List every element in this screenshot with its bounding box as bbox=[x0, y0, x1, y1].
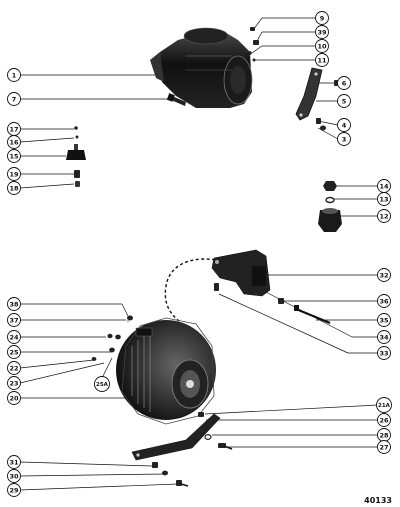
hardware-26-28-27 bbox=[204, 434, 233, 450]
callout-33: 33 bbox=[377, 346, 391, 360]
callout-29: 29 bbox=[7, 483, 21, 497]
svg-text:24: 24 bbox=[9, 333, 19, 341]
svg-text:3: 3 bbox=[342, 135, 347, 143]
svg-text:27: 27 bbox=[379, 443, 388, 451]
svg-text:17: 17 bbox=[9, 125, 18, 133]
hardware-31-30-29 bbox=[152, 462, 189, 487]
svg-text:9: 9 bbox=[320, 14, 325, 22]
small-hardware-top bbox=[248, 27, 259, 62]
svg-text:18: 18 bbox=[9, 184, 19, 192]
callout-25: 25 bbox=[7, 345, 21, 359]
callout-14: 14 bbox=[377, 179, 391, 193]
callout-6: 6 bbox=[337, 76, 351, 90]
callout-21a: 21A bbox=[376, 397, 392, 413]
hardware-alt-left bbox=[91, 315, 133, 361]
callout-13: 13 bbox=[377, 192, 391, 206]
svg-text:16: 16 bbox=[9, 138, 19, 146]
callout-15: 15 bbox=[7, 149, 21, 163]
callout-31: 31 bbox=[7, 455, 21, 469]
callout-9: 9 bbox=[315, 11, 329, 25]
svg-text:30: 30 bbox=[9, 472, 19, 480]
brace-strap bbox=[131, 412, 221, 461]
figure-ref-number: 40133 bbox=[364, 496, 392, 505]
mount-bracket-32 bbox=[211, 249, 271, 297]
callout-36: 36 bbox=[377, 294, 391, 308]
svg-text:20: 20 bbox=[9, 394, 19, 402]
svg-text:25: 25 bbox=[9, 348, 19, 356]
svg-text:29: 29 bbox=[9, 486, 19, 494]
hardware-left bbox=[66, 126, 86, 187]
svg-text:22: 22 bbox=[9, 364, 18, 372]
svg-text:1: 1 bbox=[12, 71, 17, 79]
starter-motor bbox=[150, 27, 253, 108]
svg-text:35: 35 bbox=[379, 316, 389, 324]
callout-4: 4 bbox=[337, 118, 351, 132]
callout-28: 28 bbox=[377, 428, 391, 442]
svg-text:6: 6 bbox=[342, 79, 347, 87]
callout-39: 39 bbox=[315, 25, 329, 39]
hardware-34-33 bbox=[214, 268, 222, 291]
svg-text:15: 15 bbox=[9, 152, 19, 160]
svg-text:34: 34 bbox=[379, 333, 389, 341]
svg-text:7: 7 bbox=[12, 95, 17, 103]
svg-text:31: 31 bbox=[9, 458, 19, 466]
callout-24: 24 bbox=[7, 330, 21, 344]
callout-38: 38 bbox=[7, 297, 21, 311]
callout-22: 22 bbox=[7, 361, 21, 375]
svg-text:25A: 25A bbox=[96, 382, 109, 388]
hardware-right bbox=[318, 181, 342, 232]
svg-text:21A: 21A bbox=[378, 403, 391, 409]
callout-37: 37 bbox=[7, 313, 21, 327]
svg-text:5: 5 bbox=[342, 97, 347, 105]
callout-19: 19 bbox=[7, 167, 21, 181]
callout-30: 30 bbox=[7, 469, 21, 483]
bracket-5 bbox=[295, 67, 323, 121]
svg-text:11: 11 bbox=[317, 56, 327, 64]
bolt-7 bbox=[166, 93, 186, 106]
callout-25a: 25A bbox=[94, 376, 110, 392]
callout-23: 23 bbox=[7, 376, 21, 390]
hardware-36-35 bbox=[278, 298, 331, 325]
callout-7: 7 bbox=[7, 92, 21, 106]
svg-text:39: 39 bbox=[317, 28, 327, 36]
callout-26: 26 bbox=[377, 413, 391, 427]
callout-10: 10 bbox=[315, 39, 329, 53]
svg-text:14: 14 bbox=[379, 182, 389, 190]
svg-text:37: 37 bbox=[9, 316, 18, 324]
callout-1: 1 bbox=[7, 68, 21, 82]
callout-34: 34 bbox=[377, 330, 391, 344]
svg-text:36: 36 bbox=[379, 297, 389, 305]
svg-text:38: 38 bbox=[9, 300, 19, 308]
callout-32: 32 bbox=[377, 268, 391, 282]
svg-text:28: 28 bbox=[379, 431, 389, 439]
svg-text:13: 13 bbox=[379, 195, 388, 203]
callout-5: 5 bbox=[337, 94, 351, 108]
callout-20: 20 bbox=[7, 391, 21, 405]
svg-text:33: 33 bbox=[379, 349, 388, 357]
callout-3: 3 bbox=[337, 132, 351, 146]
callout-35: 35 bbox=[377, 313, 391, 327]
callout-16: 16 bbox=[7, 135, 21, 149]
svg-text:26: 26 bbox=[379, 416, 389, 424]
alternator bbox=[116, 317, 216, 425]
callout-18: 18 bbox=[7, 181, 21, 195]
svg-text:10: 10 bbox=[317, 42, 327, 50]
callout-11: 11 bbox=[315, 53, 329, 67]
svg-text:4: 4 bbox=[342, 121, 347, 129]
svg-text:19: 19 bbox=[9, 170, 19, 178]
svg-text:32: 32 bbox=[379, 271, 388, 279]
callout-27: 27 bbox=[377, 440, 391, 454]
callout-12: 12 bbox=[377, 209, 391, 223]
svg-text:23: 23 bbox=[9, 379, 18, 387]
callout-17: 17 bbox=[7, 122, 21, 136]
svg-text:12: 12 bbox=[379, 212, 388, 220]
